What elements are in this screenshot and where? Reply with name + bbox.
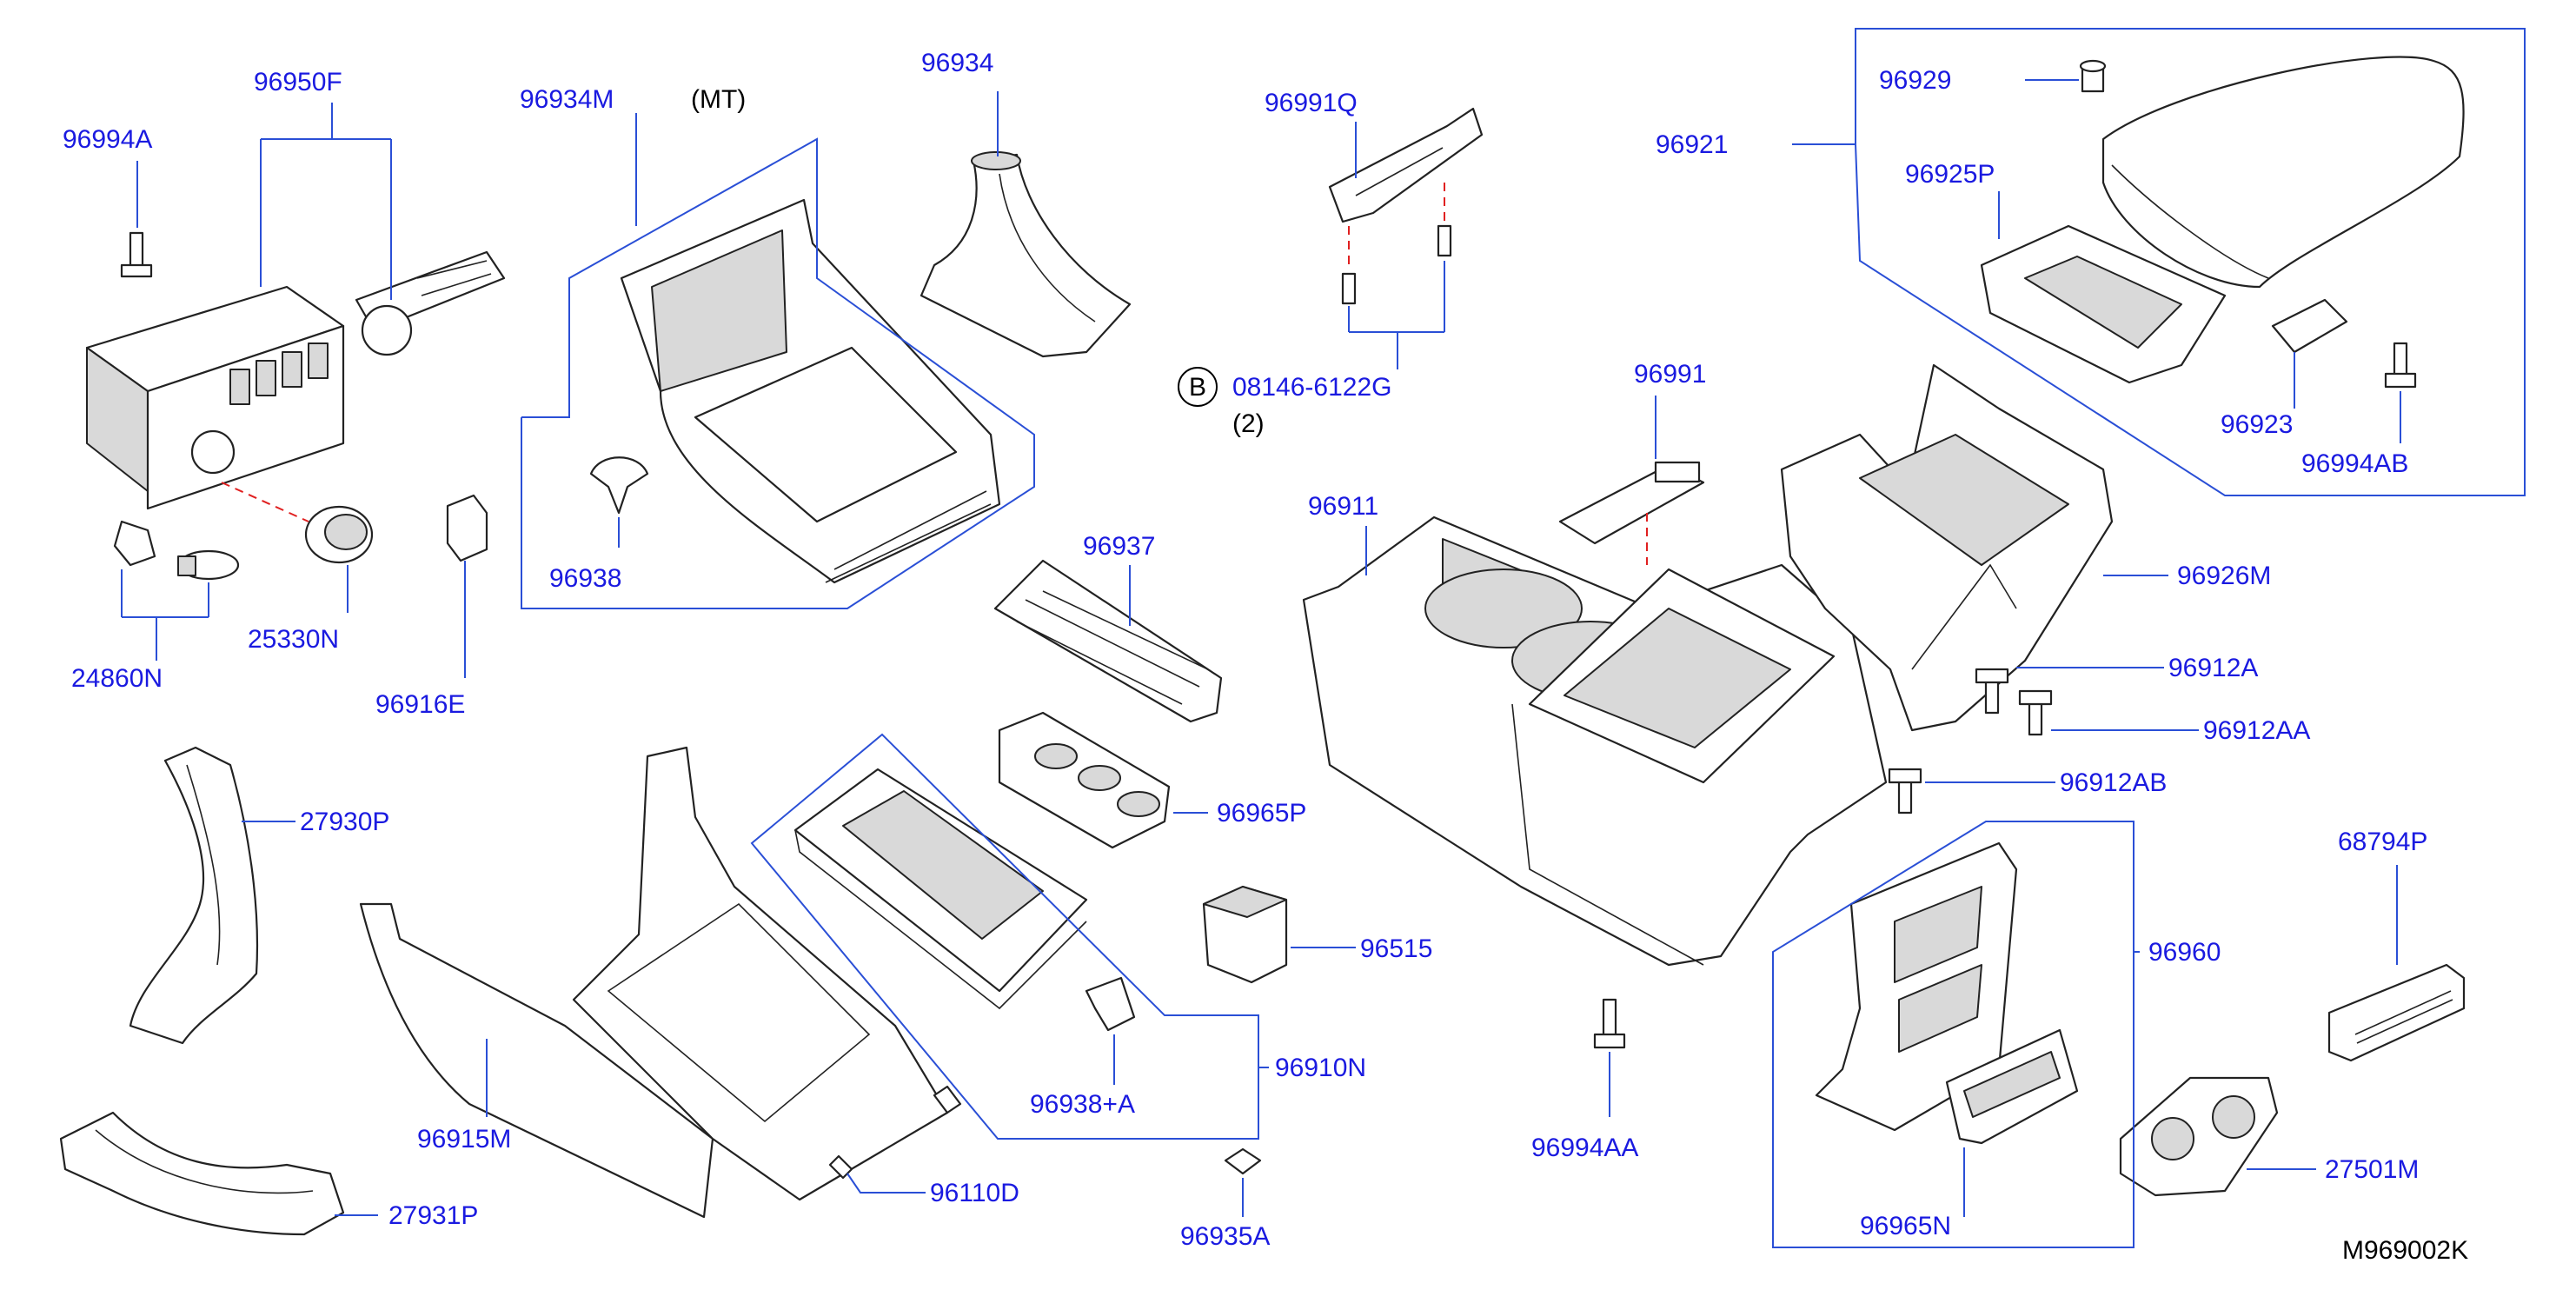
part-68794P-drawing <box>2327 963 2466 1062</box>
label-96950F[interactable]: 96950F <box>254 68 342 96</box>
label-96934M[interactable]: 96934M <box>520 85 614 114</box>
label-96960[interactable]: 96960 <box>2148 938 2221 967</box>
part-96921-drawing <box>1980 56 2465 389</box>
part-96934M-drawing <box>620 198 1001 584</box>
part-96991Q-drawing <box>1328 107 1484 305</box>
part-96916E-drawing <box>446 494 488 562</box>
part-96991-drawing <box>1558 461 1705 565</box>
label-96911[interactable]: 96911 <box>1308 492 1378 521</box>
label-96934[interactable]: 96934 <box>921 49 993 77</box>
label-96991[interactable]: 96991 <box>1634 360 1706 389</box>
bolt-quantity: (2) <box>1232 409 1265 438</box>
part-96994A-drawing <box>120 231 153 278</box>
part-96911-drawing <box>1302 515 1888 967</box>
label-27501M[interactable]: 27501M <box>2325 1155 2419 1184</box>
bolt-marker: B <box>1189 373 1206 402</box>
part-96926M-drawing <box>1780 363 2114 732</box>
label-96938[interactable]: 96938 <box>549 564 621 593</box>
part-96910N-drawing <box>793 768 1088 1010</box>
part-96938A-drawing <box>1085 976 1136 1032</box>
label-96912AA[interactable]: 96912AA <box>2203 716 2310 745</box>
part-96937-drawing <box>993 559 1223 723</box>
part-96934-drawing <box>920 151 1132 358</box>
label-96910N[interactable]: 96910N <box>1275 1054 1366 1082</box>
label-96938A[interactable]: 96938+A <box>1030 1090 1135 1119</box>
label-bolt-08146-6122G[interactable]: 08146-6122G <box>1232 373 1392 402</box>
label-96994AB[interactable]: 96994AB <box>2301 449 2408 478</box>
label-96925P[interactable]: 96925P <box>1905 160 1995 189</box>
label-96515[interactable]: 96515 <box>1360 934 1432 963</box>
part-96994AA-drawing <box>1593 998 1626 1049</box>
label-96991Q[interactable]: 96991Q <box>1265 89 1358 117</box>
label-96915M[interactable]: 96915M <box>417 1125 511 1154</box>
part-25330N-drawing <box>221 482 374 564</box>
label-96912A[interactable]: 96912A <box>2168 654 2258 682</box>
part-96950F-drawing <box>85 250 506 510</box>
label-96916E[interactable]: 96916E <box>375 690 465 719</box>
leader-lines <box>121 28 2526 1248</box>
label-96926M[interactable]: 96926M <box>2177 562 2271 590</box>
part-96938-drawing <box>589 456 649 515</box>
label-25330N[interactable]: 25330N <box>248 625 339 654</box>
part-27501M-drawing <box>2119 1076 2279 1197</box>
label-96929[interactable]: 96929 <box>1879 66 1951 95</box>
label-96965P[interactable]: 96965P <box>1217 799 1306 828</box>
variant-note: (MT) <box>691 85 746 114</box>
part-24860N-drawing <box>113 520 240 581</box>
label-68794P[interactable]: 68794P <box>2338 828 2427 856</box>
part-96960-drawing <box>1815 841 2018 1132</box>
label-96965N[interactable]: 96965N <box>1860 1212 1951 1240</box>
diagram-code: M969002K <box>2342 1236 2468 1265</box>
label-96923[interactable]: 96923 <box>2221 410 2293 439</box>
label-27931P[interactable]: 27931P <box>388 1201 478 1230</box>
part-96912-bolts-drawing <box>1888 668 2053 815</box>
label-24860N[interactable]: 24860N <box>71 664 163 693</box>
part-96965P-drawing <box>998 711 1171 849</box>
part-96965N-drawing <box>1945 1028 2079 1145</box>
part-27931P-drawing <box>59 1111 345 1236</box>
part-96515-drawing <box>1202 885 1288 984</box>
label-27930P[interactable]: 27930P <box>300 808 389 836</box>
part-96935A-drawing <box>1224 1147 1262 1175</box>
label-96994AA[interactable]: 96994AA <box>1531 1134 1638 1162</box>
part-27930P-drawing <box>129 746 259 1045</box>
label-96935A[interactable]: 96935A <box>1180 1222 1270 1251</box>
label-96912AB[interactable]: 96912AB <box>2060 768 2167 797</box>
label-96994A[interactable]: 96994A <box>63 125 152 154</box>
label-96937[interactable]: 96937 <box>1083 532 1155 561</box>
part-96915M-drawing <box>359 746 962 1219</box>
label-96921[interactable]: 96921 <box>1656 130 1728 159</box>
label-96110D[interactable]: 96110D <box>930 1179 1019 1207</box>
bolt-marker-circle <box>1178 367 1218 407</box>
